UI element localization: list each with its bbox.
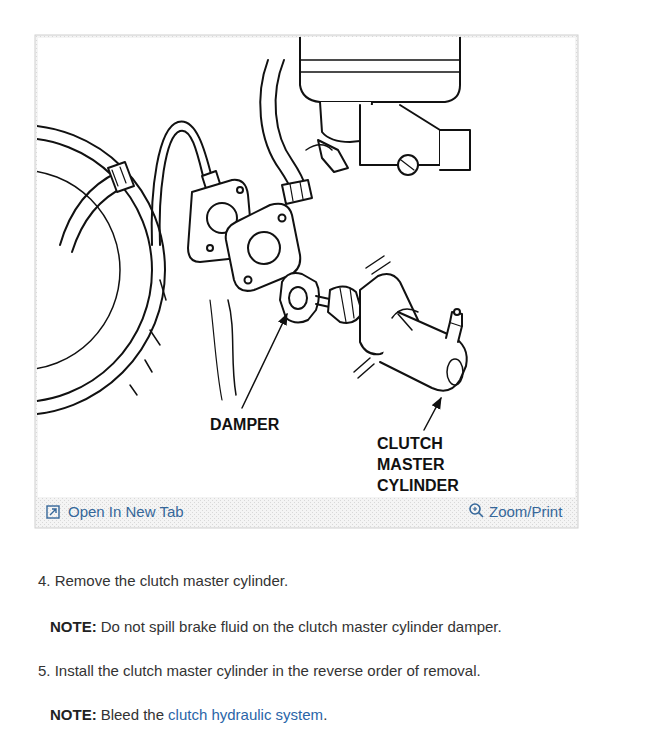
note-label: NOTE: — [50, 705, 97, 725]
instruction-text: Bleed the — [101, 705, 164, 725]
brake-reservoir — [300, 37, 470, 175]
body-contour — [228, 300, 236, 395]
body-contour — [210, 300, 222, 400]
brake-booster — [37, 125, 166, 415]
instruction-text: 4. Remove the clutch master cylinder. — [38, 571, 288, 591]
part-label: CLUTCH MASTER CYLINDER — [377, 433, 487, 496]
zoom-icon — [470, 504, 483, 517]
reservoir-hose — [260, 60, 332, 204]
instruction-text: Do not spill brake fluid on the clutch m… — [101, 617, 502, 637]
text-line: NOTE:Do not spill brake fluid on the clu… — [50, 617, 502, 637]
instruction-text: 5. Install the clutch master cylinder in… — [38, 661, 481, 681]
instruction-text: . — [323, 705, 327, 725]
link-text: Zoom/Print — [489, 502, 562, 522]
link-text: Open In New Tab — [68, 502, 184, 522]
note-label: NOTE: — [50, 617, 97, 637]
leader-line — [424, 398, 441, 430]
clutch-master-cylinder — [280, 256, 467, 391]
text-line: NOTE:Bleed theclutch hydraulic system. — [50, 705, 327, 725]
leader-line — [242, 314, 287, 408]
link-text: clutch hydraulic system — [168, 705, 323, 725]
text-line: 5. Install the clutch master cylinder in… — [38, 661, 481, 681]
open-tab-icon — [47, 506, 59, 518]
vacuum-hose — [60, 162, 134, 252]
part-label: DAMPER — [210, 414, 279, 435]
drawing — [37, 37, 470, 430]
text-line: 4. Remove the clutch master cylinder. — [38, 571, 288, 591]
